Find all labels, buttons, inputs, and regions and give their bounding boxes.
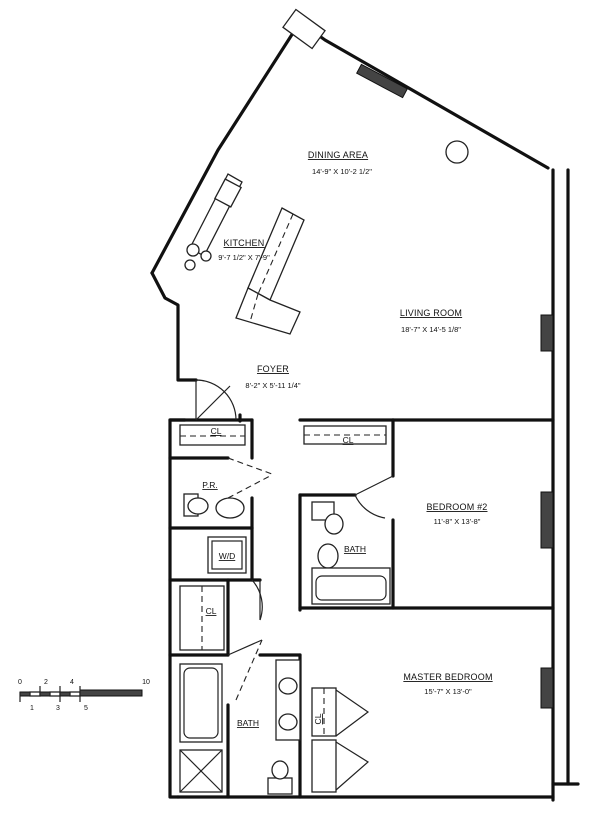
room-labels: DINING AREA 14'-9" X 10'-2 1/2" KITCHEN …	[202, 150, 492, 728]
kitchen-label: KITCHEN	[224, 238, 265, 248]
scale-tick-1: 1	[30, 705, 34, 712]
doors	[195, 379, 394, 791]
living-room-dimensions: 18'-7" X 14'-5 1/8"	[401, 325, 461, 334]
upper-bath-label: BATH	[344, 544, 366, 554]
foyer-closet-right-label: CL	[343, 435, 354, 445]
powder-room-fixtures	[183, 493, 247, 574]
master-closet-label: CL	[313, 713, 323, 724]
scale-tick-0: 0	[18, 679, 22, 686]
powder-room-label: P.R.	[202, 480, 217, 490]
scale-tick-3: 3	[56, 705, 60, 712]
scale-tick-4: 4	[70, 679, 74, 686]
interior-walls	[168, 418, 555, 799]
scale-tick-2: 2	[44, 679, 48, 686]
master-bedroom-label: MASTER BEDROOM	[403, 672, 492, 682]
lower-bath-fixtures	[179, 659, 337, 795]
dining-area-label: DINING AREA	[308, 150, 368, 160]
bedroom-2-label: BEDROOM #2	[426, 502, 487, 512]
hall-closet-label: CL	[206, 606, 217, 616]
living-room-label: LIVING ROOM	[400, 308, 462, 318]
scale-bar: 0 1 2 3 4 5 10	[18, 679, 150, 712]
closets	[179, 424, 387, 737]
column-circle	[445, 140, 469, 164]
washer-dryer-label: W/D	[219, 551, 236, 561]
window-blocks	[282, 8, 554, 709]
bedroom-2-dimensions: 11'-8" X 13'-8"	[434, 517, 481, 526]
foyer-dimensions: 8'-2" X 5'-11 1/4"	[245, 381, 301, 390]
scale-tick-5: 5	[84, 705, 88, 712]
master-bedroom-dimensions: 15'-7" X 13'-0"	[424, 687, 472, 696]
scale-tick-10: 10	[142, 679, 150, 686]
foyer-label: FOYER	[257, 364, 289, 374]
foyer-closet-left-label: CL	[211, 426, 222, 436]
upper-bath-fixtures	[311, 501, 391, 605]
kitchen-dimensions: 9'-7 1/2" X 7'-9"	[218, 253, 270, 262]
lower-bath-label: BATH	[237, 718, 259, 728]
dining-area-dimensions: 14'-9" X 10'-2 1/2"	[312, 167, 372, 176]
kitchen-counters	[184, 173, 305, 335]
